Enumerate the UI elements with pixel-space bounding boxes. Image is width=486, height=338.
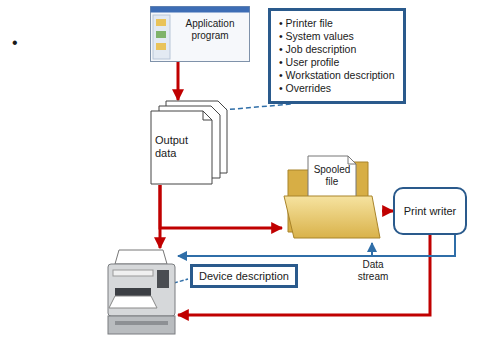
- print-writer-box: Print writer: [393, 187, 467, 235]
- attribute-list-box: • Printer file• System values• Job descr…: [268, 8, 406, 104]
- spooled-file-folder: Spooled file: [282, 152, 382, 240]
- leader-line: [174, 279, 188, 283]
- data-stream-pointer: [371, 243, 373, 257]
- printer-device: Device description: [105, 248, 178, 336]
- callout-line: [222, 104, 292, 110]
- node-text: Output data: [155, 134, 205, 160]
- node-text: • Workstation description: [279, 69, 395, 82]
- flow-arrow: [177, 62, 180, 100]
- flow-arrow: [159, 185, 162, 248]
- node-text: Application program: [172, 18, 248, 42]
- application-program-icon: Application program: [150, 6, 250, 62]
- node-text: • User profile: [279, 56, 395, 69]
- device-description-box: Device description: [190, 264, 298, 288]
- edge-label: Data stream: [350, 259, 396, 283]
- flow-arrow: [382, 210, 393, 213]
- node-text: Spooled file: [309, 164, 355, 188]
- bullet-mark: •: [12, 34, 18, 52]
- node-text: • System values: [279, 30, 395, 43]
- node-text: • Overrides: [279, 82, 395, 95]
- flow-arrow: [178, 235, 430, 315]
- output-data-pages: Output data: [150, 100, 228, 185]
- flow-arrow: [160, 185, 282, 228]
- node-text: • Job description: [279, 43, 395, 56]
- node-text: Print writer: [404, 205, 457, 218]
- node-text: • Printer file: [279, 17, 395, 30]
